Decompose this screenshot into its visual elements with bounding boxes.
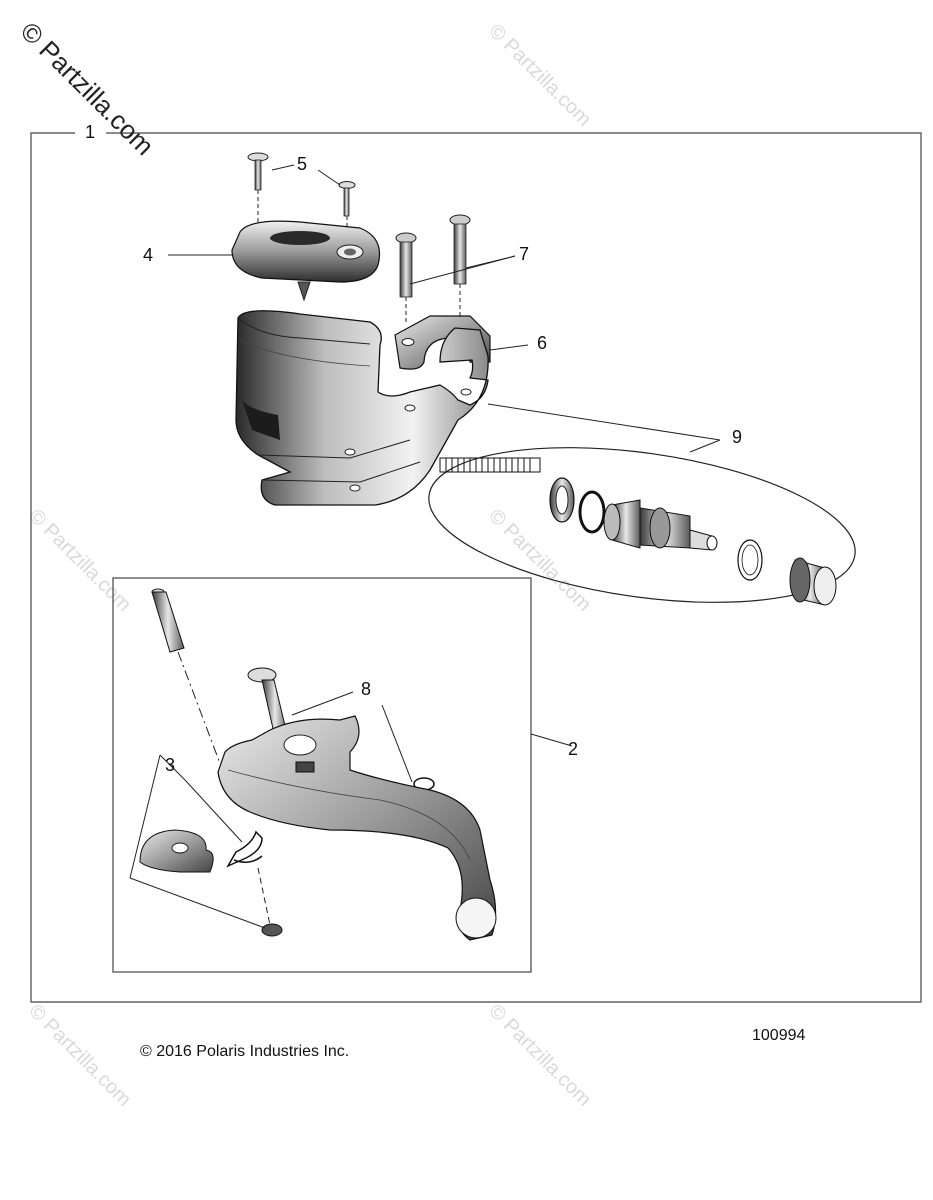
- master-cylinder-body: [235, 310, 721, 506]
- callout-3: 3: [165, 755, 176, 775]
- diagram-number: 100994: [752, 1027, 806, 1044]
- callout-9: 9: [732, 427, 743, 447]
- callout-1: 1: [85, 122, 96, 142]
- copyright-text: © 2016 Polaris Industries Inc.: [140, 1043, 350, 1060]
- callout-2: 2: [568, 739, 579, 759]
- callout-8: 8: [361, 679, 372, 699]
- lever-kit-frame: [112, 577, 573, 973]
- callout-6: 6: [537, 333, 548, 353]
- brake-lever: [217, 715, 497, 941]
- cap-screws: [247, 152, 356, 240]
- return-spring: [439, 457, 541, 473]
- piston-kit: [428, 439, 856, 606]
- callout-7: 7: [519, 244, 530, 264]
- reservoir-cap: [168, 220, 381, 302]
- lever-pivot-hardware: [129, 588, 283, 937]
- callout-4: 4: [143, 245, 154, 265]
- assembly-frame: [30, 132, 922, 1003]
- callout-5: 5: [297, 154, 308, 174]
- clamp-screws: [395, 214, 516, 322]
